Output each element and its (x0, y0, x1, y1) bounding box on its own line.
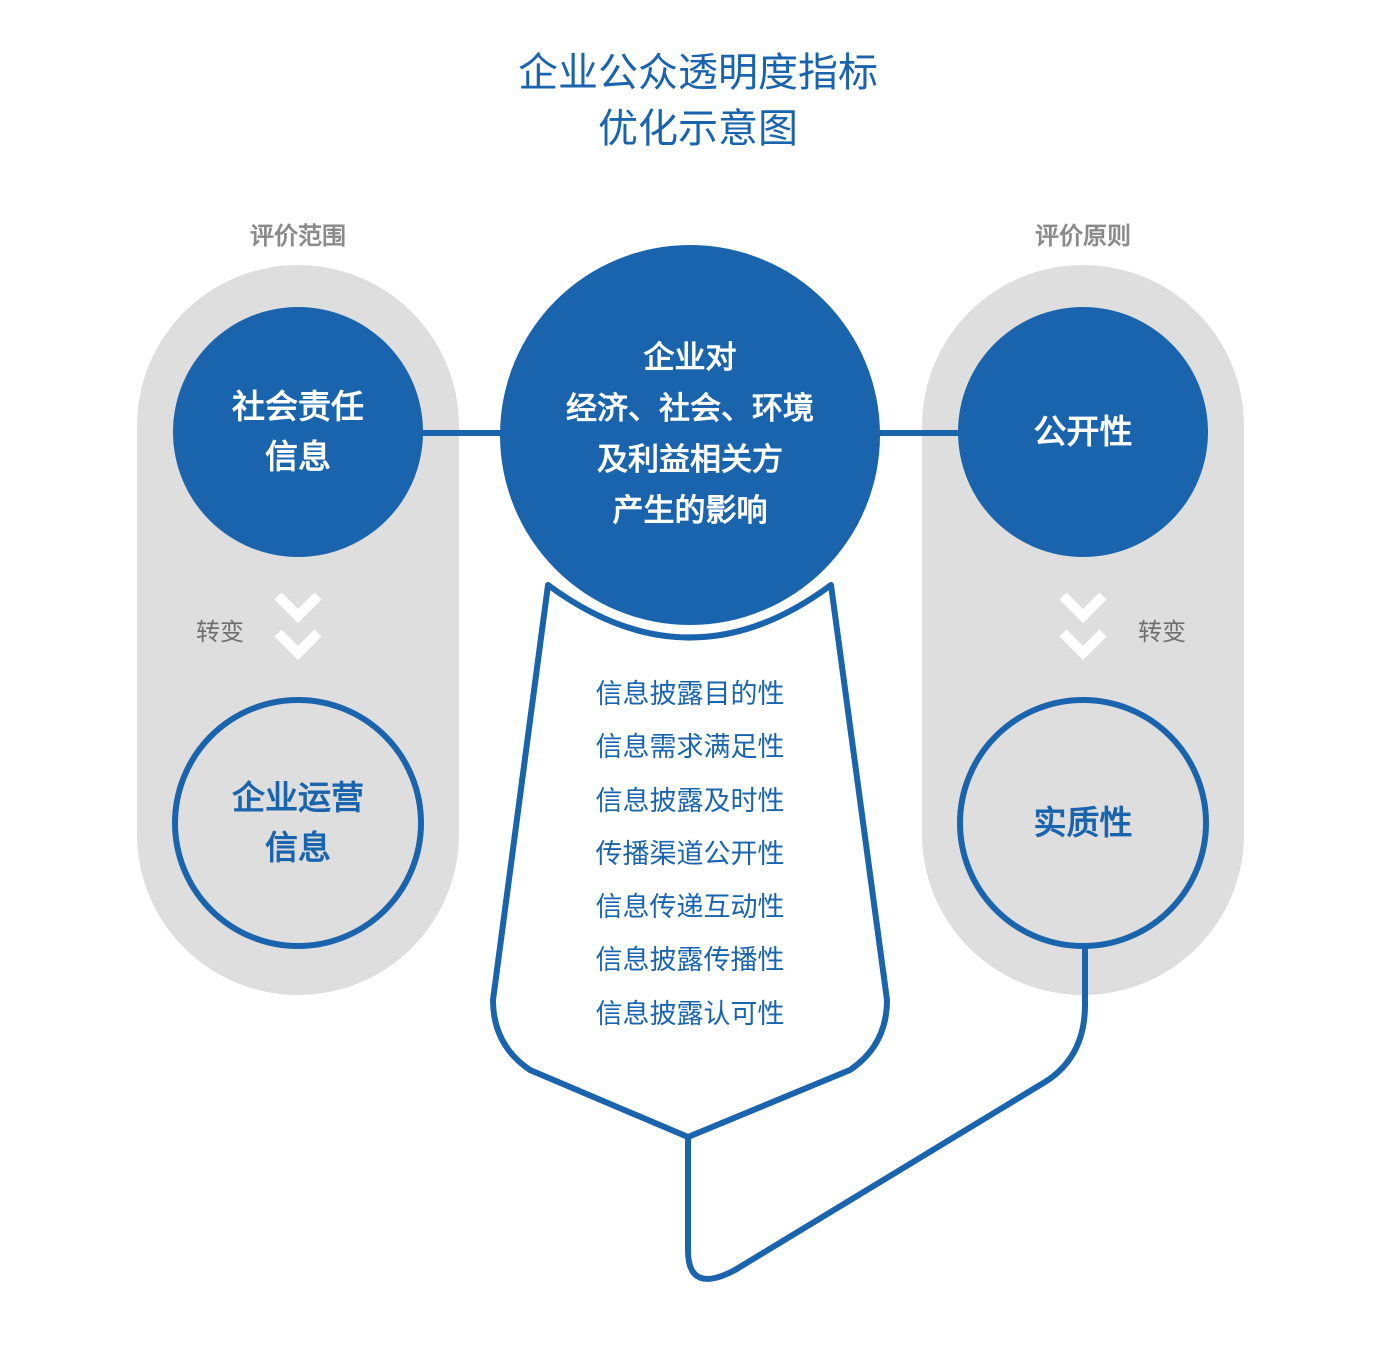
indicator-item: 信息传递互动性 (595, 892, 785, 924)
center-circle-line1: 企业对 (643, 340, 737, 376)
indicator-item: 信息需求满足性 (595, 732, 785, 764)
center-circle-line2: 经济、社会、环境 (566, 391, 814, 427)
left-bottom-bubble-line1: 企业运营 (232, 778, 364, 817)
center-circle-line4: 产生的影响 (612, 493, 768, 529)
right-top-bubble-text: 公开性 (958, 307, 1208, 557)
left-top-bubble-line2: 信息 (265, 437, 331, 476)
indicator-item: 信息披露传播性 (595, 945, 785, 977)
right-bottom-circle (957, 697, 1209, 949)
diagram-title-line1: 企业公众透明度指标 (518, 50, 878, 96)
left-bottom-bubble-line2: 信息 (265, 828, 331, 867)
indicator-item: 传播渠道公开性 (595, 838, 785, 870)
left-bottom-circle (172, 697, 424, 949)
indicator-item: 信息披露目的性 (595, 679, 785, 710)
right-top-circle (958, 307, 1208, 557)
left-top-circle (173, 307, 423, 557)
left-bottom-bubble-text: 企业运营 信息 (173, 698, 423, 948)
left-column-label: 评价范围 (250, 222, 346, 250)
right-bottom-bubble-line1: 实质性 (1033, 803, 1133, 842)
left-top-bubble-line1: 社会责任 (232, 387, 364, 426)
indicator-item: 信息披露认可性 (595, 998, 785, 1030)
feedback-flow-line (685, 948, 1088, 1282)
center-circle-text: 企业对 经济、社会、环境 及利益相关方 产生的影响 (500, 245, 880, 625)
right-transition-icon (1059, 592, 1107, 661)
indicator-item: 信息披露及时性 (595, 785, 785, 817)
diagram-title-line2: 优化示意图 (598, 106, 798, 152)
center-circle-line3: 及利益相关方 (597, 442, 783, 478)
right-transition-label: 转变 (1138, 618, 1186, 646)
right-bottom-bubble-text: 实质性 (958, 698, 1208, 948)
right-column-label: 评价原则 (1035, 222, 1131, 250)
left-top-bubble-text: 社会责任 信息 (173, 307, 423, 557)
right-top-bubble-line1: 公开性 (1033, 412, 1133, 451)
indicator-shield (490, 582, 890, 1140)
indicator-list: 信息披露目的性 信息需求满足性 信息披露及时性 传播渠道公开性 信息传递互动性 … (540, 668, 840, 1041)
left-transition-icon (274, 592, 322, 661)
left-transition-label: 转变 (196, 618, 244, 646)
center-impact-circle (500, 245, 880, 625)
